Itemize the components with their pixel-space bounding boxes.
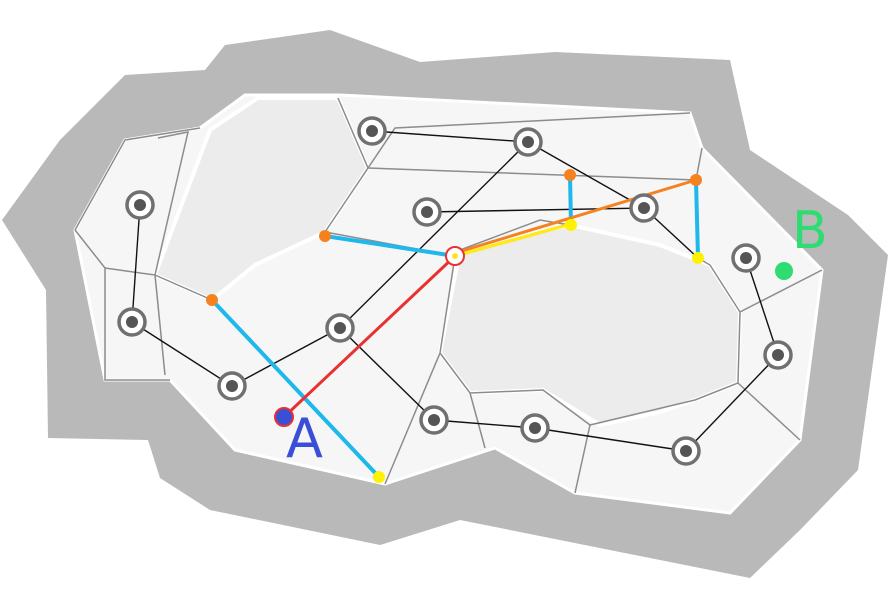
graph-edge [433, 419, 536, 429]
graph-edge [527, 141, 645, 209]
graph-node [763, 340, 793, 370]
graph-edge [339, 141, 529, 329]
graph-edge [131, 204, 141, 323]
graph-node [357, 116, 387, 146]
path-segment-yellow [453, 222, 573, 258]
graph-node [520, 413, 550, 443]
graph-node [419, 405, 449, 435]
yellow-points [373, 219, 704, 483]
cell-edge [459, 219, 571, 251]
goal-label: B [792, 201, 828, 261]
start-label: A [286, 407, 323, 470]
cell-edge [367, 112, 691, 169]
path-segment-red [282, 254, 457, 419]
graph-edge [231, 327, 341, 387]
node-graph-edges [131, 130, 779, 452]
start-marker [274, 407, 294, 427]
cell-edge [74, 229, 170, 381]
graph-node [671, 436, 701, 466]
path-waypoint-center [452, 253, 458, 259]
graph-edge [339, 327, 435, 421]
orange-points [206, 169, 702, 306]
orange-point [564, 169, 576, 181]
goal-marker [775, 262, 793, 280]
orange-point [206, 294, 218, 306]
graph-edge [534, 427, 687, 452]
yellow-point [692, 252, 704, 264]
cell-edge [367, 167, 697, 181]
orange-point [690, 174, 702, 186]
graph-edge [426, 207, 645, 213]
portal-line [694, 178, 700, 260]
graph-node [125, 190, 155, 220]
graph-node [217, 371, 247, 401]
graph-edge [745, 257, 779, 356]
cell-edge [469, 389, 591, 426]
yellow-point [373, 471, 385, 483]
graph-edge [685, 354, 779, 452]
graph-edge [131, 321, 233, 387]
graph-node [731, 243, 761, 273]
graph-edge [371, 130, 529, 143]
graph-nodes [117, 116, 793, 466]
orange-point [319, 230, 331, 242]
portal-line [210, 298, 381, 479]
graph-node [325, 313, 355, 343]
yellow-point [565, 219, 577, 231]
path-segments [282, 178, 698, 419]
graph-node [629, 193, 659, 223]
graph-node [412, 197, 442, 227]
cell-edge [737, 382, 801, 441]
portal-line [323, 234, 457, 258]
graph-node [117, 307, 147, 337]
cell-edge [154, 131, 213, 301]
cell-edge [74, 127, 201, 231]
path-segment-orange [453, 178, 698, 255]
graph-node [513, 127, 543, 157]
